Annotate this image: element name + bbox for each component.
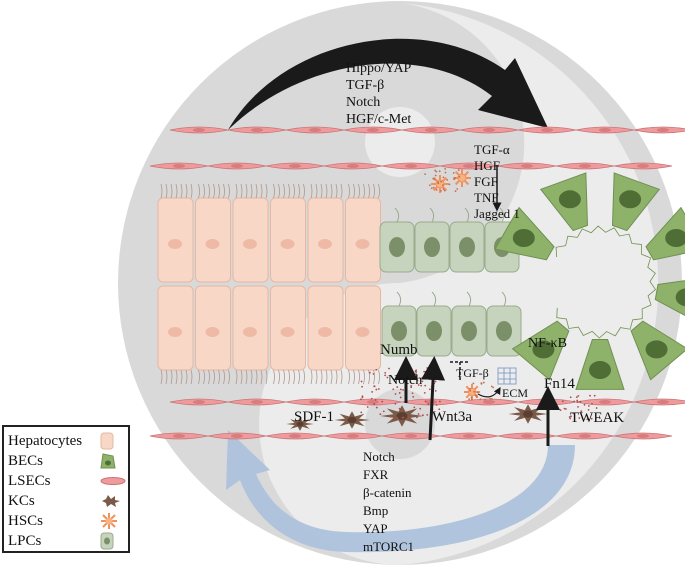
label-nfkb: NF-κB xyxy=(528,336,567,351)
hsc-factor-3: TNF xyxy=(474,190,499,205)
bottom-pathway-3: Bmp xyxy=(363,503,388,518)
legend-item-lsecs: LSECs xyxy=(8,471,126,491)
legend-item-becs: BECs xyxy=(8,451,116,471)
bottom-pathway-labels: Notch FXR β-catenin Bmp YAP mTORC1 xyxy=(363,449,414,554)
hsc-factor-2: FGF xyxy=(474,174,498,189)
label-tweak: TWEAK xyxy=(570,410,624,426)
legend-label: LPCs xyxy=(8,532,42,549)
bec-arc xyxy=(494,172,685,390)
label-sdf1: SDF-1 xyxy=(294,409,334,425)
swirl-dot-top xyxy=(365,107,435,177)
label-numb: Numb xyxy=(380,342,418,358)
kc-icon xyxy=(102,495,120,507)
lpc-row-lower xyxy=(381,291,522,357)
swirl-dot-bottom xyxy=(365,389,435,459)
top-curved-arrow xyxy=(228,38,548,130)
bec-icon xyxy=(100,453,116,469)
kc-group xyxy=(286,404,548,431)
bec-cell xyxy=(654,280,685,316)
top-pathway-1: TGF-β xyxy=(346,78,384,93)
ecm-mesh xyxy=(497,367,517,385)
legend-item-hscs: HSCs xyxy=(8,511,118,531)
legend-label: LSECs xyxy=(8,472,51,489)
hsc-factor-0: TGF-α xyxy=(474,142,510,157)
arrow-tgfb-ecm xyxy=(477,386,501,398)
lsec-row-top xyxy=(169,126,685,134)
lsec-row-bottom-2 xyxy=(149,432,673,440)
top-pathway-labels: Hippo/YAP TGF-β Notch HGF/c-Met xyxy=(346,61,412,127)
top-pathway-3: HGF/c-Met xyxy=(346,112,411,127)
label-fn14: Fn14 xyxy=(544,376,575,392)
signal-dots xyxy=(360,167,601,421)
hsc-factor-labels: TGF-α HGF FGF TNF Jagged 1 xyxy=(474,142,520,221)
legend-label: BECs xyxy=(8,452,44,469)
top-pathway-0: Hippo/YAP xyxy=(346,61,412,76)
inhibition-tgfb xyxy=(450,361,470,380)
legend: Hepatocytes BECs LSECs KCs HSCs LPCs xyxy=(2,425,130,553)
bottom-pathway-1: FXR xyxy=(363,467,389,482)
lsec-row-bottom xyxy=(169,398,685,406)
hsc-icon xyxy=(101,513,117,529)
legend-item-kcs: KCs xyxy=(8,491,122,511)
label-notch-mid: Notch xyxy=(388,373,422,388)
hsc-factor-1: HGF xyxy=(474,158,500,173)
label-ecm: ECM xyxy=(502,386,528,400)
bottom-pathway-5: mTORC1 xyxy=(363,539,414,554)
hepatocyte-icon xyxy=(100,432,114,450)
legend-label: KCs xyxy=(8,492,35,509)
hsc-mid xyxy=(463,383,481,401)
bottom-pathway-2: β-catenin xyxy=(363,485,412,500)
bottom-pathway-4: YAP xyxy=(363,521,388,536)
bottom-pathway-0: Notch xyxy=(363,449,395,464)
lsec-icon xyxy=(100,477,126,485)
arrow-wnt3a xyxy=(421,356,446,441)
legend-label: HSCs xyxy=(8,512,44,529)
legend-item-hepatocytes: Hepatocytes xyxy=(8,431,114,451)
legend-label: Hepatocytes xyxy=(8,432,83,449)
hepatocyte-grid xyxy=(157,183,381,385)
lpc-row-upper xyxy=(379,207,520,273)
bottom-curved-arrow xyxy=(226,430,575,553)
label-tgfb-mid: TGF-β xyxy=(456,366,489,380)
lpc-icon xyxy=(100,532,114,550)
hsc-factor-4: Jagged 1 xyxy=(474,206,520,221)
top-pathway-2: Notch xyxy=(346,95,380,110)
legend-item-lpcs: LPCs xyxy=(8,531,114,551)
label-wnt3a: Wnt3a xyxy=(432,409,472,425)
lsec-row-top-2 xyxy=(149,162,673,170)
